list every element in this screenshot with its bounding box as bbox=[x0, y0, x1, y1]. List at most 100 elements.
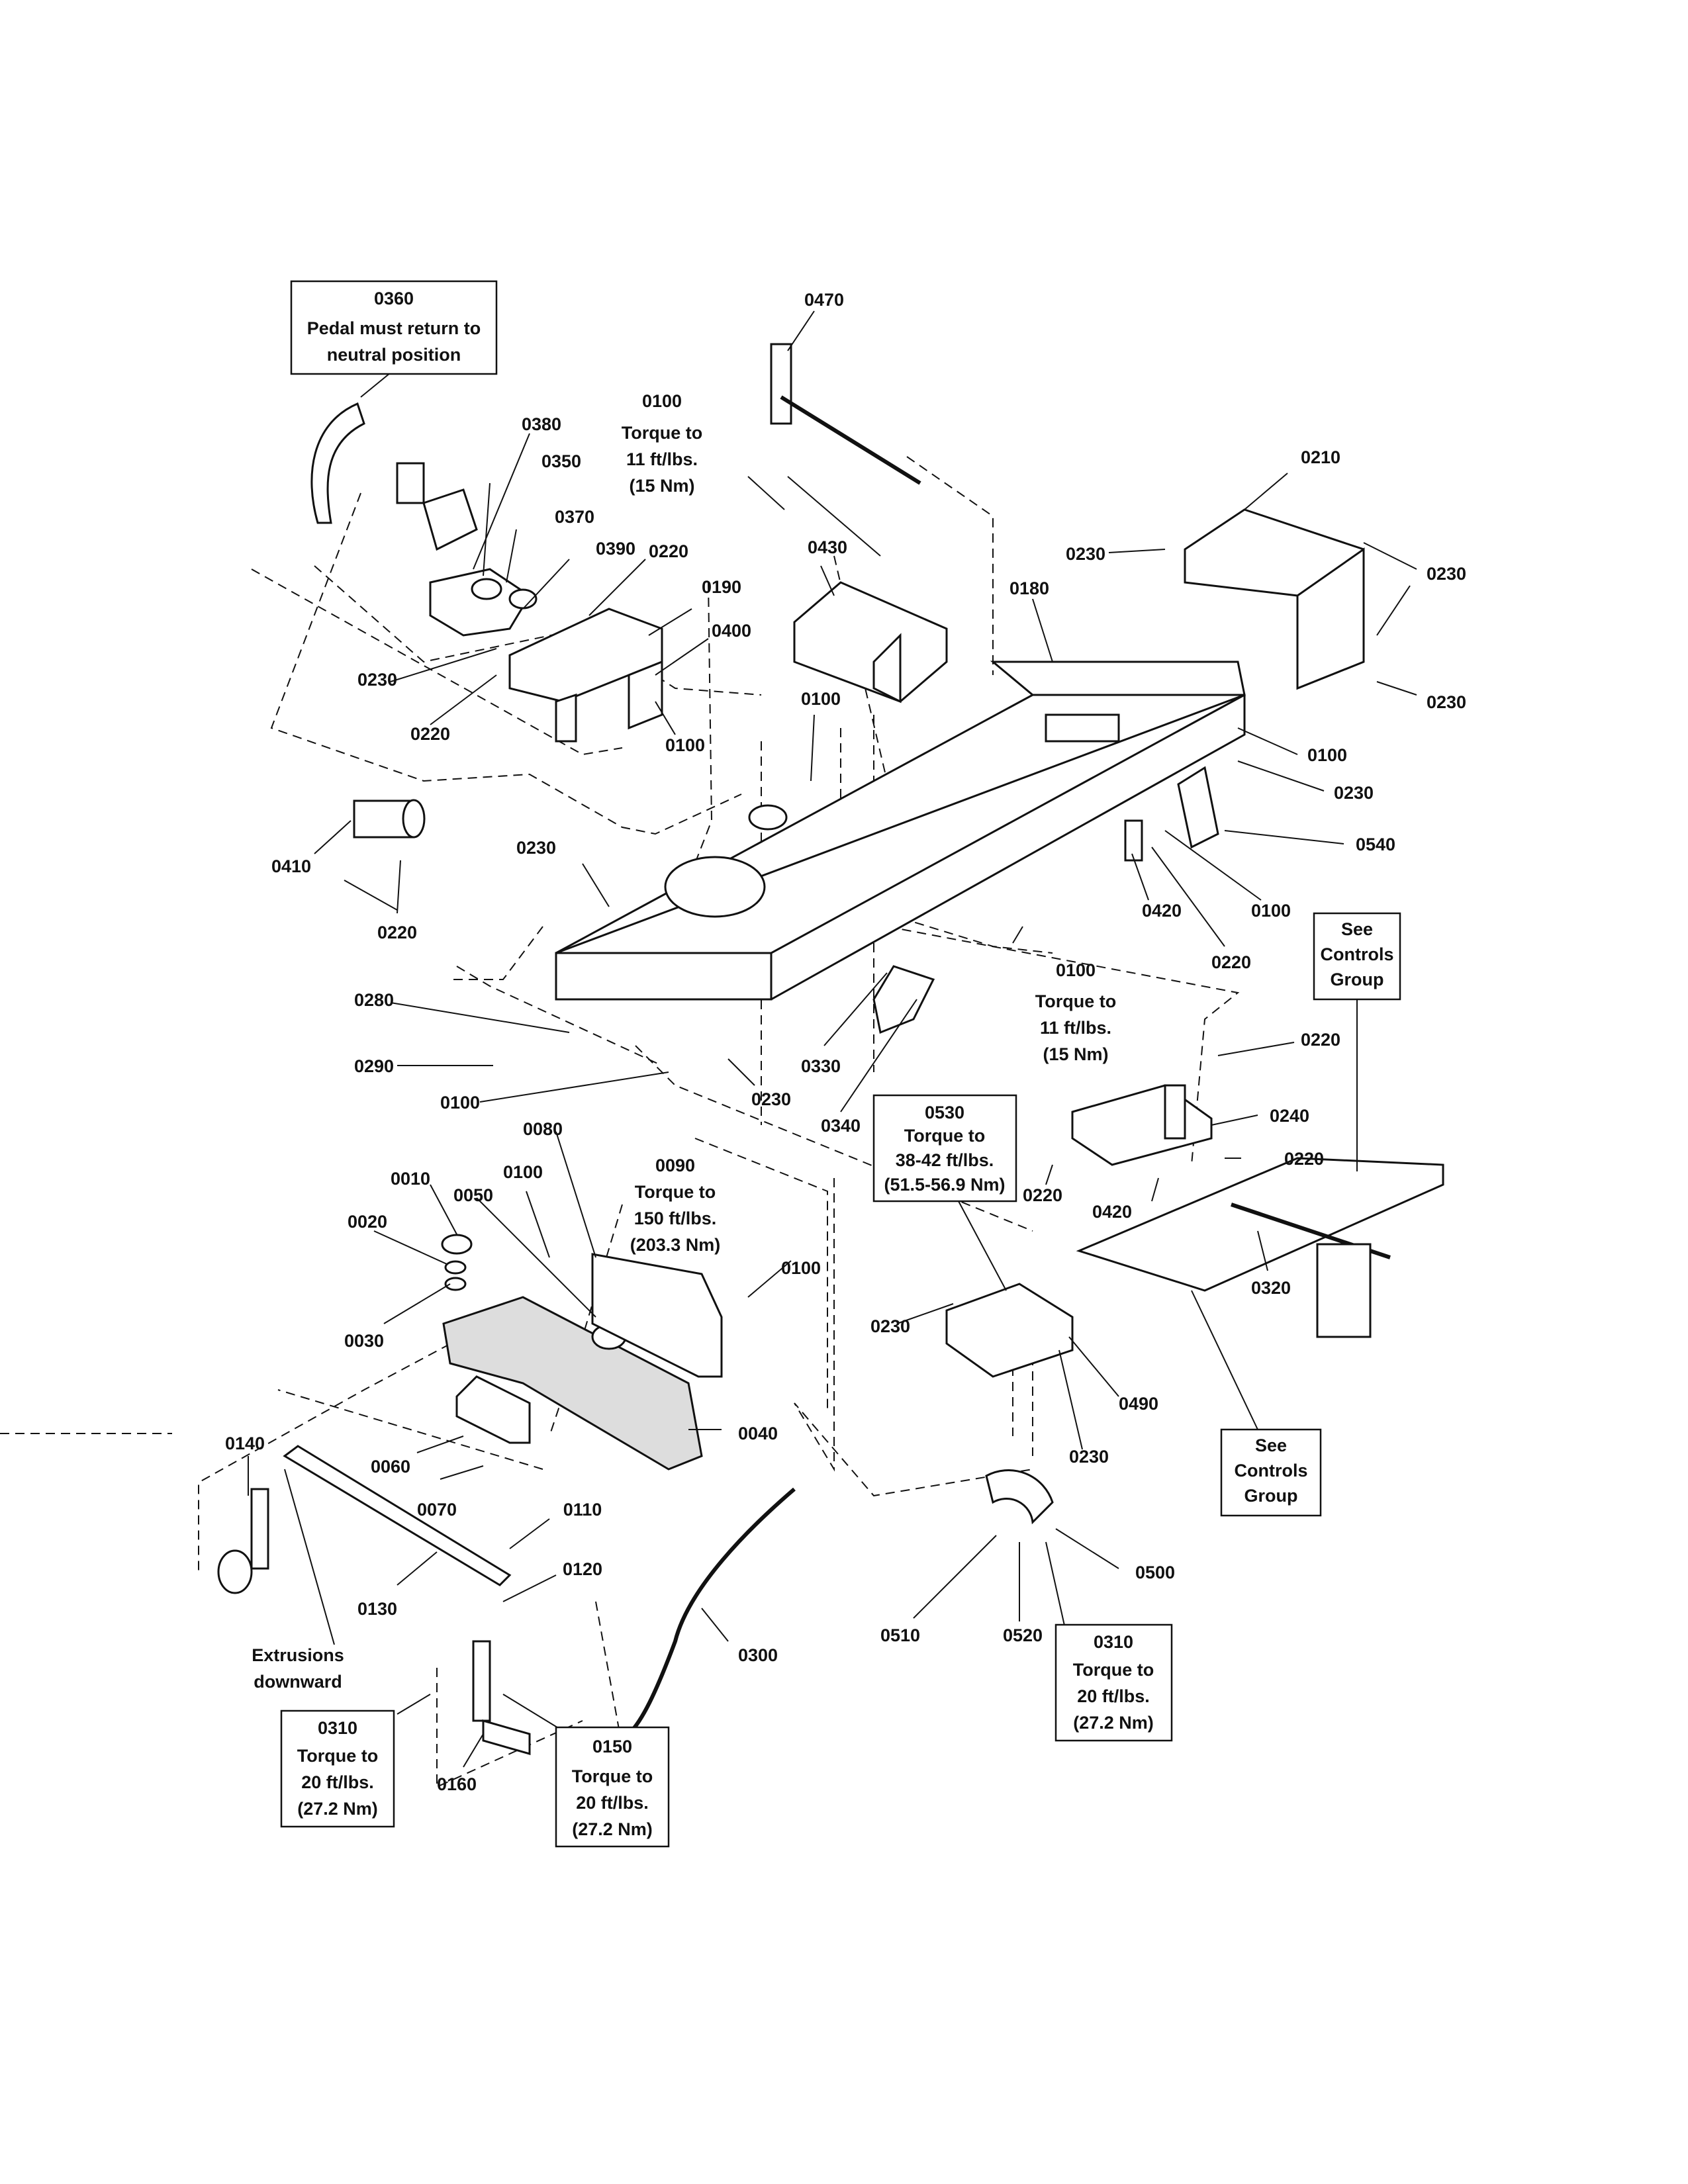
note-torque-value: 20 ft/lbs. bbox=[1077, 1686, 1150, 1706]
callout-0180: 0180 bbox=[1009, 578, 1049, 598]
part-0320-lever bbox=[1076, 1157, 1444, 1338]
callout-0230: 0230 bbox=[357, 670, 397, 690]
note-extrusions: Extrusions downward bbox=[252, 1645, 344, 1692]
part-0390-0190-brackets bbox=[508, 608, 663, 743]
note-0090-torque: 0090 Torque to 150 ft/lbs. (203.3 Nm) bbox=[630, 1156, 721, 1255]
callout-0100-top: 0100 bbox=[642, 391, 682, 411]
callout-0230: 0230 bbox=[1334, 783, 1374, 803]
callout-labels: 0470 0380 0350 0370 0390 0220 0190 0400 … bbox=[225, 290, 1466, 1794]
callout-0100: 0100 bbox=[1251, 901, 1291, 921]
note-torque-value: 150 ft/lbs. bbox=[634, 1208, 717, 1228]
callout-0110: 0110 bbox=[563, 1500, 602, 1520]
note-torque-value: 38-42 ft/lbs. bbox=[896, 1150, 994, 1170]
callout-0230: 0230 bbox=[1427, 564, 1466, 584]
note-torque-value: 11 ft/lbs. bbox=[1040, 1018, 1111, 1038]
part-0330-0340-bracket bbox=[872, 965, 935, 1034]
callout-0230: 0230 bbox=[751, 1089, 791, 1109]
part-0060-bracket bbox=[455, 1375, 531, 1444]
callout-0130: 0130 bbox=[357, 1599, 397, 1619]
callout-0140: 0140 bbox=[225, 1433, 265, 1453]
callout-0100: 0100 bbox=[665, 735, 705, 755]
callout-0430: 0430 bbox=[808, 537, 847, 557]
note-torque-to: Torque to bbox=[1073, 1660, 1154, 1680]
part-0010-0030-cap-washers bbox=[441, 1234, 473, 1291]
note-torque-metric: (27.2 Nm) bbox=[1073, 1713, 1154, 1733]
callout-0230: 0230 bbox=[1427, 692, 1466, 712]
part-0240-bracket bbox=[1071, 1084, 1213, 1166]
note-0360-pedal: 0360 Pedal must return to neutral positi… bbox=[290, 280, 498, 375]
note-see-controls-bottom: See Controls Group bbox=[1220, 1428, 1322, 1517]
callout-0100: 0100 bbox=[781, 1258, 821, 1278]
note-torque-value: 20 ft/lbs. bbox=[301, 1772, 374, 1792]
callout-0160: 0160 bbox=[437, 1774, 477, 1794]
note-torque-metric: (15 Nm) bbox=[1043, 1044, 1108, 1064]
callout-0030: 0030 bbox=[344, 1331, 384, 1351]
note-controls: Controls bbox=[1235, 1461, 1308, 1480]
part-0300-drag-link bbox=[627, 1487, 796, 1736]
callout-0070: 0070 bbox=[417, 1500, 457, 1520]
note-0100-torque-mid: 0100 Torque to 11 ft/lbs. (15 Nm) bbox=[1035, 960, 1116, 1064]
leader-lines bbox=[248, 310, 1417, 1768]
note-torque-to: Torque to bbox=[572, 1766, 653, 1786]
note-0100-torque-top: 0100 Torque to 11 ft/lbs. (15 Nm) bbox=[622, 391, 702, 496]
part-0500-quadrant bbox=[985, 1469, 1054, 1525]
note-torque-metric: (51.5-56.9 Nm) bbox=[884, 1175, 1005, 1195]
note-torque-metric: (27.2 Nm) bbox=[297, 1799, 378, 1819]
callout-0230: 0230 bbox=[870, 1316, 910, 1336]
part-0180-main-frame bbox=[555, 660, 1246, 1001]
callout-0120: 0120 bbox=[563, 1559, 602, 1579]
callout-0530: 0530 bbox=[925, 1103, 964, 1122]
note-0150-torque: 0150 Torque to 20 ft/lbs. (27.2 Nm) bbox=[555, 1726, 670, 1848]
callout-0150: 0150 bbox=[592, 1737, 632, 1756]
part-0360-pedal bbox=[310, 402, 478, 551]
callout-0470: 0470 bbox=[804, 290, 844, 310]
callout-0490: 0490 bbox=[1119, 1394, 1158, 1414]
callout-0380: 0380 bbox=[522, 414, 561, 434]
callout-0400: 0400 bbox=[712, 621, 751, 641]
part-0420-bracket bbox=[1124, 819, 1143, 862]
note-controls: Controls bbox=[1321, 944, 1394, 964]
callout-0020: 0020 bbox=[348, 1212, 387, 1232]
callout-0230: 0230 bbox=[1069, 1447, 1109, 1467]
callout-0100: 0100 bbox=[440, 1093, 480, 1113]
note-see: See bbox=[1255, 1435, 1287, 1455]
callout-0540: 0540 bbox=[1356, 835, 1395, 854]
note-0310-torque-left: 0310 Torque to 20 ft/lbs. (27.2 Nm) bbox=[280, 1709, 395, 1828]
part-0140-spindle bbox=[217, 1488, 269, 1594]
note-torque-to: Torque to bbox=[904, 1126, 985, 1146]
callout-0240: 0240 bbox=[1270, 1106, 1309, 1126]
callout-0220: 0220 bbox=[1023, 1185, 1062, 1205]
note-torque-to: Torque to bbox=[635, 1182, 716, 1202]
note-torque-to: Torque to bbox=[297, 1746, 378, 1766]
part-0490-bracket bbox=[945, 1283, 1074, 1378]
note-torque-value: 20 ft/lbs. bbox=[576, 1793, 649, 1813]
note-downward: downward bbox=[254, 1672, 342, 1692]
callout-0350: 0350 bbox=[541, 451, 581, 471]
callout-0220: 0220 bbox=[410, 724, 450, 744]
callout-0220: 0220 bbox=[1301, 1030, 1340, 1050]
callout-0230: 0230 bbox=[1066, 544, 1105, 564]
note-0310-torque-right: 0310 Torque to 20 ft/lbs. (27.2 Nm) bbox=[1055, 1623, 1173, 1742]
note-torque-value: 11 ft/lbs. bbox=[626, 449, 698, 469]
callout-0050: 0050 bbox=[453, 1185, 493, 1205]
callout-0060: 0060 bbox=[371, 1457, 410, 1477]
part-0410-bushing bbox=[353, 799, 426, 839]
note-torque-metric: (27.2 Nm) bbox=[572, 1819, 653, 1839]
callout-0370: 0370 bbox=[555, 507, 594, 527]
callout-0220: 0220 bbox=[1284, 1149, 1324, 1169]
callout-0520: 0520 bbox=[1003, 1625, 1043, 1645]
note-see-controls-top: See Controls Group bbox=[1313, 912, 1401, 1001]
note-0530-torque: 0530 Torque to 38-42 ft/lbs. (51.5-56.9 … bbox=[872, 1094, 1017, 1203]
note-torque-metric: (203.3 Nm) bbox=[630, 1235, 721, 1255]
callout-0100-mid: 0100 bbox=[1056, 960, 1096, 980]
callout-0310-right: 0310 bbox=[1094, 1632, 1133, 1652]
note-group: Group bbox=[1331, 970, 1384, 989]
callout-0190: 0190 bbox=[702, 577, 741, 597]
note-pedal-line1: Pedal must return to bbox=[307, 318, 481, 338]
note-see: See bbox=[1341, 919, 1373, 939]
callout-0410: 0410 bbox=[271, 856, 311, 876]
callout-0100: 0100 bbox=[801, 689, 841, 709]
callout-0220: 0220 bbox=[649, 541, 688, 561]
callout-0390: 0390 bbox=[596, 539, 635, 559]
